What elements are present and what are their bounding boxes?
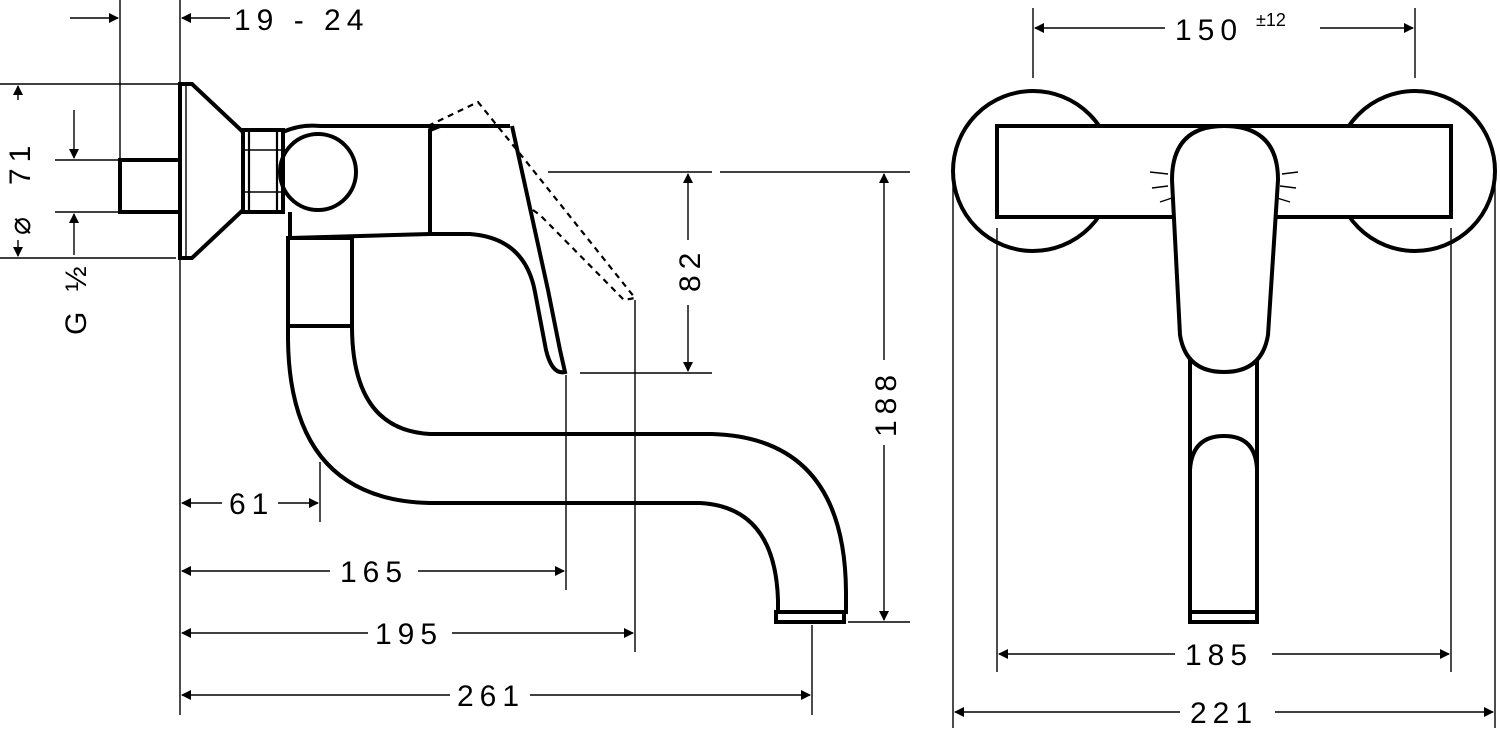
dim-diameter-label: 71 <box>4 140 37 185</box>
dim-165-label: 165 <box>340 556 408 589</box>
dim-centers-label: 150 <box>1175 14 1243 47</box>
dim-wall-gap: 19 - 24 <box>70 0 369 160</box>
front-spout <box>1188 350 1259 624</box>
dim-centers-tolerance: ±12 <box>1256 10 1286 30</box>
dim-lever-height: 82 <box>548 171 712 374</box>
dim-total-height: 188 <box>720 171 910 623</box>
hex-nut <box>241 128 285 214</box>
dim-total-height-label: 188 <box>870 369 903 437</box>
dim-thread-label: G ½ <box>60 260 93 335</box>
lever-open-position <box>427 100 638 302</box>
dim-centers: 150 ±12 <box>1032 8 1416 78</box>
dim-diameter: ⌀ 71 <box>0 83 180 259</box>
dim-wall-gap-label: 19 - 24 <box>234 4 369 37</box>
front-view: 150 ±12 185 221 <box>951 8 1497 730</box>
dim-261: 261 <box>181 625 813 715</box>
dim-lever-height-label: 82 <box>674 247 707 292</box>
front-lever <box>1169 123 1281 375</box>
dim-165: 165 <box>181 375 567 590</box>
dim-195-label: 195 <box>375 618 443 651</box>
temperature-marks <box>1149 171 1299 203</box>
dim-61: 61 <box>181 462 321 522</box>
wall-rosette <box>178 82 245 260</box>
dim-185-label: 185 <box>1185 639 1253 672</box>
dim-221: 221 <box>952 171 1496 730</box>
spout <box>286 236 848 624</box>
dim-diameter-symbol: ⌀ <box>4 211 37 235</box>
dim-61-label: 61 <box>229 488 274 521</box>
inlet-pipe <box>118 158 182 214</box>
mixer-body <box>278 123 568 375</box>
dim-261-label: 261 <box>457 680 525 713</box>
dim-195: 195 <box>181 300 636 652</box>
side-view: 19 - 24 ⌀ 71 G ½ <box>0 0 910 715</box>
dim-thread: G ½ <box>55 110 120 335</box>
dim-185: 185 <box>996 228 1452 672</box>
dim-221-label: 221 <box>1190 697 1258 730</box>
